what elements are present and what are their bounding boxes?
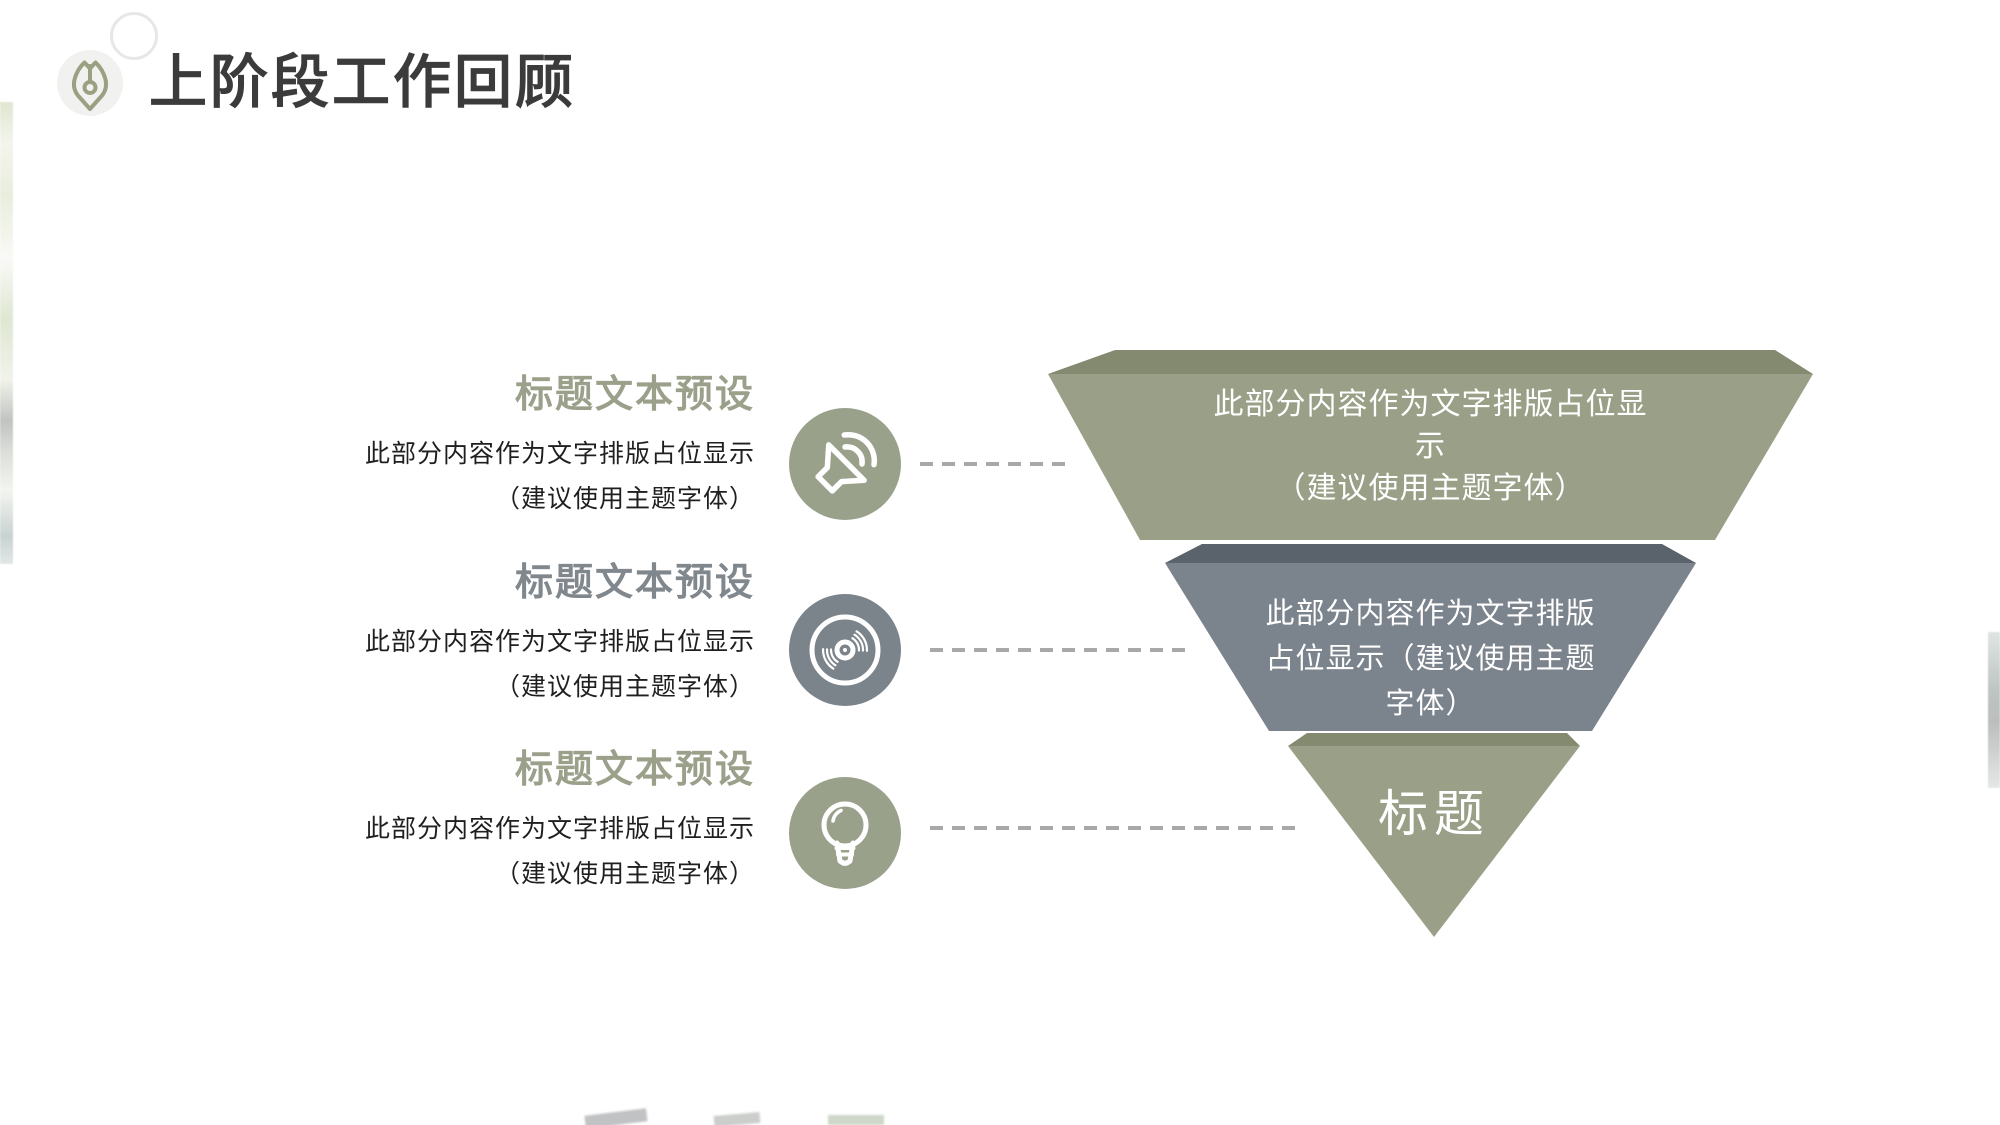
section-1-body-line2: （建议使用主题字体） (494, 485, 755, 513)
section-1-body-line1: 此部分内容作为文字排版占位显示 (364, 440, 755, 468)
section-1-body: 此部分内容作为文字排版占位显示 （建议使用主题字体） (195, 432, 755, 522)
section-1-title: 标题文本预设 (514, 374, 755, 416)
speaker-icon-glyph (815, 431, 878, 494)
funnel-layer-2-line3: 字体） (1385, 688, 1476, 720)
funnel-layer-1-text: 此部分内容作为文字排版占位显 示 （建议使用主题字体） (1080, 384, 1781, 510)
section-2: 标题文本预设 此部分内容作为文字排版占位显示 （建议使用主题字体） (195, 560, 755, 710)
section-3-body-line2: （建议使用主题字体） (494, 860, 755, 888)
funnel-layer-1-bevel (1048, 350, 1813, 374)
section-2-body: 此部分内容作为文字排版占位显示 （建议使用主题字体） (195, 620, 755, 710)
funnel-layer-2-text: 此部分内容作为文字排版 占位显示（建议使用主题 字体） (1180, 592, 1681, 727)
funnel-layer-3-bevel (1288, 733, 1580, 746)
pen-nib-glyph (71, 60, 109, 111)
section-2-body-line2: （建议使用主题字体） (494, 673, 755, 701)
speaker-icon (789, 408, 901, 520)
funnel-layer-1-line3: （建议使用主题字体） (1275, 472, 1586, 505)
section-3-body: 此部分内容作为文字排版占位显示 （建议使用主题字体） (195, 807, 755, 897)
funnel-layer-3-text: 标题 (1284, 786, 1584, 842)
section-3: 标题文本预设 此部分内容作为文字排版占位显示 （建议使用主题字体） (195, 747, 755, 897)
pen-nib-icon (57, 50, 123, 116)
section-3-title: 标题文本预设 (514, 749, 755, 791)
bulb-icon (789, 777, 901, 889)
funnel-layer-1-line1: 此部分内容作为文字排版占位显 (1213, 388, 1648, 421)
cd-icon (789, 594, 901, 706)
section-2-body-line1: 此部分内容作为文字排版占位显示 (364, 628, 755, 656)
slide-header: 上阶段工作回顾 (57, 50, 576, 116)
bulb-icon-glyph (821, 801, 869, 866)
funnel-layer-2-bevel (1165, 544, 1696, 563)
cd-icon-glyph (809, 614, 881, 686)
funnel-layer-1-face (1048, 374, 1813, 540)
page-title: 上阶段工作回顾 (149, 50, 577, 115)
funnel-layer-3-label: 标题 (1378, 786, 1490, 842)
section-1: 标题文本预设 此部分内容作为文字排版占位显示 （建议使用主题字体） (195, 372, 755, 522)
funnel-layer-2-line2: 占位显示（建议使用主题 (1265, 643, 1596, 675)
section-3-body-line1: 此部分内容作为文字排版占位显示 (364, 815, 755, 843)
bulb-icon-circle (789, 777, 901, 889)
funnel-layer-3-face (1288, 746, 1580, 937)
funnel-layer-2-line1: 此部分内容作为文字排版 (1265, 598, 1596, 630)
section-2-title: 标题文本预设 (514, 562, 755, 604)
funnel-layer-2-face (1165, 563, 1696, 731)
funnel-layer-1-line2: 示 (1415, 430, 1446, 463)
